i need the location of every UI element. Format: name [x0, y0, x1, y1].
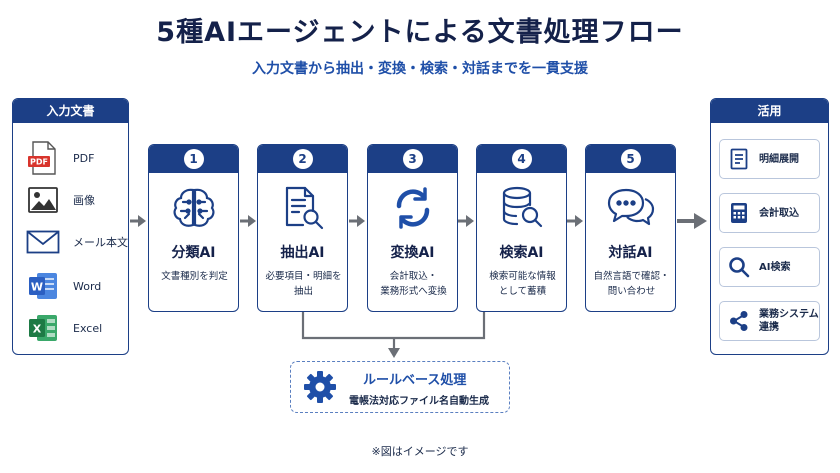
step-card-header: 4 [477, 145, 566, 173]
step-card-header: 1 [149, 145, 238, 173]
rule-based-processing-box: ルールベース処理 電帳法対応ファイル名自動生成 [290, 361, 510, 413]
output-item-label: 会計取込 [759, 207, 799, 219]
step-number: 4 [511, 149, 532, 169]
flow-arrow [349, 215, 365, 227]
step-number: 2 [292, 149, 313, 169]
flow-arrow [567, 215, 583, 227]
svg-text:W: W [31, 281, 43, 294]
input-item-label: 画像 [73, 194, 95, 207]
step-name: 検索AI [499, 245, 544, 261]
page-subtitle: 入力文書から抽出・変換・検索・対話までを一貫支援 [252, 61, 588, 77]
flow-arrow-output [677, 213, 707, 229]
output-usage-panel: 活用 明細展開 会計取込 [710, 98, 829, 355]
flow-arrow [458, 215, 474, 227]
input-panel-header: 入力文書 [13, 99, 128, 123]
mail-icon [25, 225, 61, 259]
step-description: 必要項目・明細を 抽出 [265, 271, 342, 297]
input-item-image: 画像 [25, 183, 95, 217]
output-item-detail-expansion: 明細展開 [719, 139, 820, 179]
input-item-word: W Word [25, 269, 101, 303]
step-card-search: 4 検索AI 検索可能な情報 として蓄積 [476, 144, 567, 312]
step-number: 3 [402, 149, 423, 169]
step-description: 自然言語で確認・ 問い合わせ [593, 271, 670, 297]
step-name: 対話AI [608, 245, 653, 261]
pdf-file-icon: PDF [25, 141, 61, 175]
chat-bubbles-icon [586, 183, 675, 233]
calculator-icon [728, 202, 750, 224]
input-item-mail: メール本文 [25, 225, 128, 259]
flow-arrow [130, 215, 146, 227]
rule-box-description: 電帳法対応ファイル名自動生成 [349, 396, 489, 407]
word-icon: W [25, 269, 61, 303]
step-number: 5 [620, 149, 641, 169]
step-number: 1 [183, 149, 204, 169]
input-item-excel: X Excel [25, 311, 102, 345]
output-item-label: 業務システム 連携 [759, 309, 819, 333]
step-name: 抽出AI [280, 245, 325, 261]
output-panel-header: 活用 [711, 99, 828, 123]
step-card-convert: 3 変換AI 会計取込・ 業務形式へ変換 [367, 144, 458, 312]
database-search-icon [477, 183, 566, 233]
input-item-label: メール本文 [73, 236, 128, 249]
input-item-label: PDF [73, 151, 95, 165]
input-item-label: Word [73, 279, 102, 293]
step-name: 変換AI [390, 245, 435, 261]
step-card-header: 3 [368, 145, 457, 173]
excel-icon: X [25, 311, 61, 345]
share-icon [728, 310, 750, 332]
rule-box-title: ルールベース処理 [363, 373, 467, 388]
step-card-extract: 2 抽出AI 必要項目・明細を 抽出 [257, 144, 348, 312]
search-icon [728, 256, 750, 278]
svg-text:X: X [33, 323, 42, 336]
step-card-classify: 1 分類AI 文書種別を判定 [148, 144, 239, 312]
step-name: 分類AI [171, 245, 216, 261]
gear-icon [303, 370, 337, 408]
footnote: ※図はイメージです [371, 445, 469, 458]
step-card-chat: 5 対話AI 自然言語で確認・ 問い合わせ [585, 144, 676, 312]
output-item-ai-search: AI検索 [719, 247, 820, 287]
input-documents-panel: 入力文書 PDF PDF 画像 メー [12, 98, 129, 355]
refresh-icon [368, 183, 457, 233]
brain-icon [149, 183, 238, 233]
input-item-pdf: PDF PDF [25, 141, 94, 175]
image-icon [25, 183, 61, 217]
step-description: 検索可能な情報 として蓄積 [489, 271, 556, 297]
document-search-icon [258, 183, 347, 233]
input-item-label: Excel [73, 321, 103, 335]
step-description: 会計取込・ 業務形式へ変換 [380, 271, 447, 297]
output-item-label: 明細展開 [759, 153, 799, 165]
step-card-header: 2 [258, 145, 347, 173]
svg-text:PDF: PDF [30, 158, 48, 167]
flow-arrow [240, 215, 256, 227]
output-item-label: AI検索 [759, 261, 791, 273]
output-item-system-integration: 業務システム 連携 [719, 301, 820, 341]
document-icon [728, 148, 750, 170]
output-item-accounting-import: 会計取込 [719, 193, 820, 233]
step-description: 文書種別を判定 [161, 271, 228, 282]
step-card-header: 5 [586, 145, 675, 173]
page-title: 5種AIエージェントによる文書処理フロー [156, 17, 684, 48]
rule-connector [301, 312, 486, 358]
